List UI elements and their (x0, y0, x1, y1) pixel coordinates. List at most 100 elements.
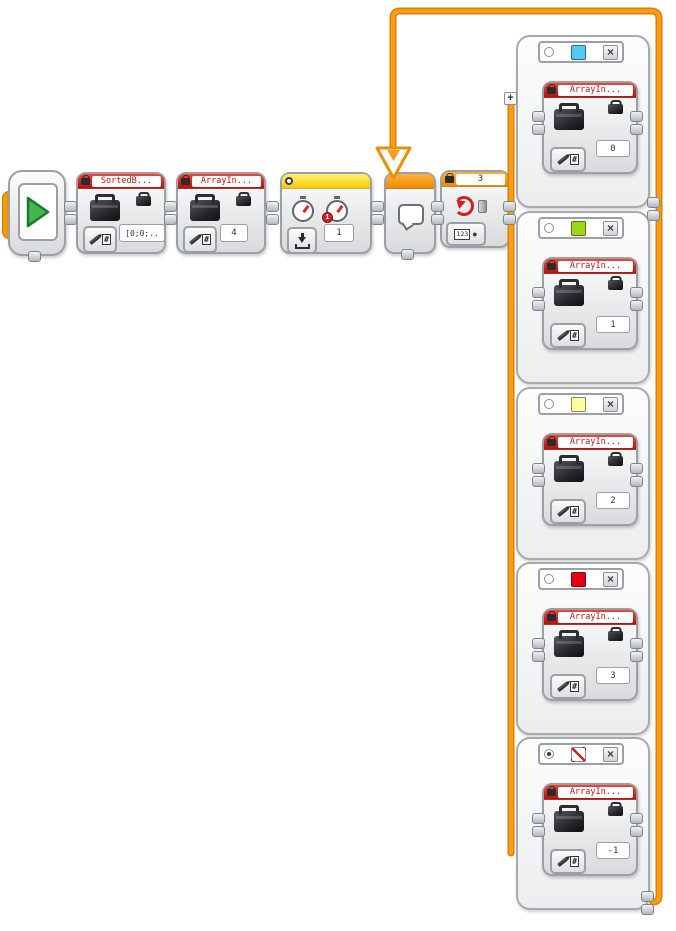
wire-connector[interactable] (401, 249, 414, 260)
mode-selector[interactable]: 123 ● (446, 222, 486, 246)
pencil-icon (557, 856, 569, 867)
connector-tab (503, 214, 516, 225)
loop-count-field[interactable]: 3 (456, 173, 505, 185)
case-color-none[interactable] (571, 746, 586, 762)
wire-connector[interactable] (630, 463, 643, 487)
briefcase-mini-icon (81, 177, 90, 185)
wire-connector[interactable] (503, 201, 516, 225)
mode-selector[interactable]: # (550, 147, 586, 172)
value-input[interactable]: 2 (596, 492, 630, 509)
stopwatch-icon (292, 196, 314, 222)
mode-selector[interactable] (287, 227, 317, 254)
value-input[interactable]: 3 (596, 667, 630, 684)
variable-block[interactable]: ArrayIn... # 0 (542, 81, 638, 174)
compare-badge: 1 (322, 212, 333, 223)
wire-connector[interactable] (371, 201, 384, 225)
add-case-button[interactable]: + (504, 92, 517, 105)
variable-name-selector[interactable]: ArrayIn... (558, 436, 633, 448)
value-input[interactable]: -1 (596, 842, 630, 859)
pencil-icon (557, 330, 569, 341)
briefcase-icon (554, 461, 584, 482)
numeric-type-icon: # (570, 681, 579, 692)
wire-connector[interactable] (532, 813, 545, 837)
connector-tab (401, 249, 414, 260)
switch-case-panel: × ArrayIn... # -1 (516, 737, 650, 910)
wire-connector[interactable] (630, 638, 643, 662)
wire-connector[interactable] (630, 111, 643, 135)
case-color-yellow[interactable] (571, 396, 586, 412)
value-input[interactable]: 4 (220, 224, 248, 242)
case-default-radio[interactable] (544, 749, 554, 759)
wire-connector[interactable] (532, 638, 545, 662)
wire-connector[interactable] (532, 287, 545, 311)
variable-name-selector[interactable]: ArrayIn... (558, 84, 633, 96)
connector-tab (532, 300, 545, 311)
wire-connector[interactable] (630, 813, 643, 837)
wire-connector[interactable] (164, 201, 177, 225)
variable-block[interactable]: ArrayIn... # 2 (542, 433, 638, 526)
variable-block[interactable]: ArrayIn... # 1 (542, 257, 638, 350)
wire-connector[interactable] (64, 201, 77, 225)
case-color-blue[interactable] (571, 44, 586, 60)
case-close-button[interactable]: × (603, 571, 618, 587)
variable-block[interactable]: ArrayIn... # 3 (542, 608, 638, 701)
case-close-button[interactable]: × (603, 746, 618, 762)
variable-block-sortedb[interactable]: SortedB... # [0;0;.. (76, 172, 166, 254)
case-close-button[interactable]: × (603, 396, 618, 412)
mode-selector[interactable]: # (183, 226, 217, 253)
mode-selector[interactable]: # (550, 849, 586, 874)
case-default-radio[interactable] (544, 223, 554, 233)
case-default-radio[interactable] (544, 574, 554, 584)
variable-name-selector[interactable]: ArrayIn... (558, 786, 633, 798)
variable-block-header: ArrayIn... (544, 610, 636, 625)
loop-block-header: 3 (442, 172, 508, 187)
value-input[interactable]: 1 (324, 224, 354, 242)
switch-case-panel: × ArrayIn... # 1 (516, 211, 650, 384)
briefcase-small-icon (608, 280, 623, 290)
case-color-red[interactable] (571, 571, 586, 587)
wire-connector[interactable] (28, 251, 41, 262)
value-input[interactable]: 0 (596, 140, 630, 157)
connector-tab (532, 651, 545, 662)
wire-connector[interactable] (630, 287, 643, 311)
wire-connector[interactable] (431, 201, 444, 225)
value-input[interactable]: 1 (596, 316, 630, 333)
pencil-icon (557, 506, 569, 517)
wire-connector[interactable] (641, 891, 654, 915)
briefcase-small-icon (608, 631, 623, 641)
case-close-button[interactable]: × (603, 44, 618, 60)
connector-tab (371, 214, 384, 225)
numeric-type-icon: # (570, 154, 579, 165)
variable-name-selector[interactable]: SortedB... (92, 175, 161, 187)
case-color-green[interactable] (571, 220, 586, 236)
briefcase-icon (554, 811, 584, 832)
sequence-block-header (386, 174, 434, 189)
wire-connector[interactable] (266, 201, 279, 225)
value-input[interactable]: [0;0;.. (119, 224, 165, 242)
mode-selector[interactable]: # (550, 674, 586, 699)
variable-block-arrayindex[interactable]: ArrayIn... # 4 (176, 172, 266, 254)
wire-connector[interactable] (532, 463, 545, 487)
wire-connector[interactable] (532, 111, 545, 135)
wire-connector[interactable] (647, 197, 660, 221)
case-default-radio[interactable] (544, 399, 554, 409)
pencil-icon (189, 234, 201, 245)
mode-selector[interactable]: # (83, 226, 117, 253)
variable-block-header: ArrayIn... (544, 435, 636, 450)
numeric-type-icon: # (570, 856, 579, 867)
variable-block-header: ArrayIn... (178, 174, 264, 189)
mode-selector[interactable]: # (550, 323, 586, 348)
variable-name-selector[interactable]: ArrayIn... (558, 260, 633, 272)
variable-block[interactable]: ArrayIn... # -1 (542, 783, 638, 876)
connector-tab (164, 201, 177, 212)
case-default-radio[interactable] (544, 47, 554, 57)
wait-block[interactable]: 1 1 (280, 172, 372, 254)
start-block[interactable] (8, 170, 66, 256)
mode-selector[interactable]: # (550, 499, 586, 524)
variable-name-selector[interactable]: ArrayIn... (558, 611, 633, 623)
variable-name-selector[interactable]: ArrayIn... (192, 175, 261, 187)
sequence-block[interactable] (384, 172, 436, 254)
loop-mini-icon (445, 175, 454, 183)
loop-block[interactable]: 3 123 ● (440, 170, 510, 248)
case-close-button[interactable]: × (603, 220, 618, 236)
